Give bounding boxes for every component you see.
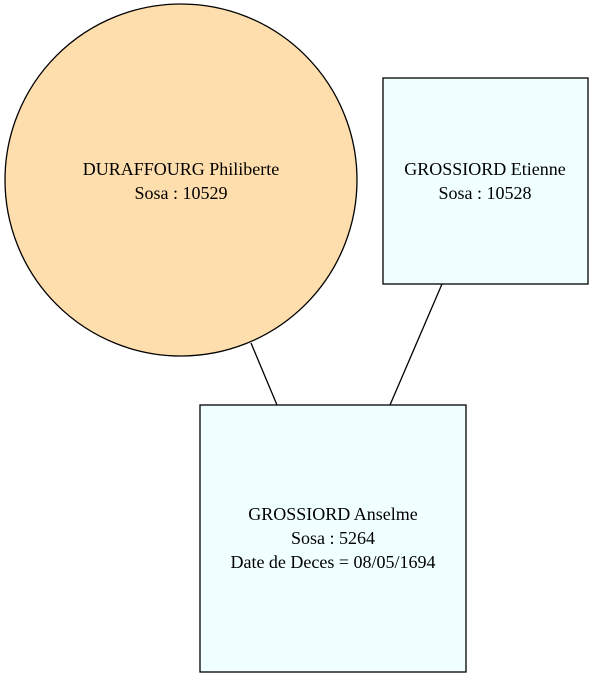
node-death-date-label: Date de Deces = 08/05/1694 [230,552,435,572]
person-node-duraffourg-philiberte[interactable]: DURAFFOURG Philiberte Sosa : 10529 [4,3,358,357]
node-name-label: DURAFFOURG Philiberte [83,159,280,179]
node-name-label: GROSSIORD Anselme [248,504,418,524]
node-box-shape [382,77,589,285]
node-circle-shape [4,3,358,357]
node-sosa-label: Sosa : 5264 [291,528,375,548]
person-node-grossiord-etienne[interactable]: GROSSIORD Etienne Sosa : 10528 [382,77,589,285]
edge-father-to-child [389,283,443,406]
edge-mother-to-child [250,342,278,406]
node-sosa-label: Sosa : 10529 [134,183,227,203]
node-box-shape [199,404,467,673]
node-sosa-label: Sosa : 10528 [438,183,531,203]
node-name-label: GROSSIORD Etienne [404,159,566,179]
person-node-grossiord-anselme[interactable]: GROSSIORD Anselme Sosa : 5264 Date de De… [199,404,467,673]
